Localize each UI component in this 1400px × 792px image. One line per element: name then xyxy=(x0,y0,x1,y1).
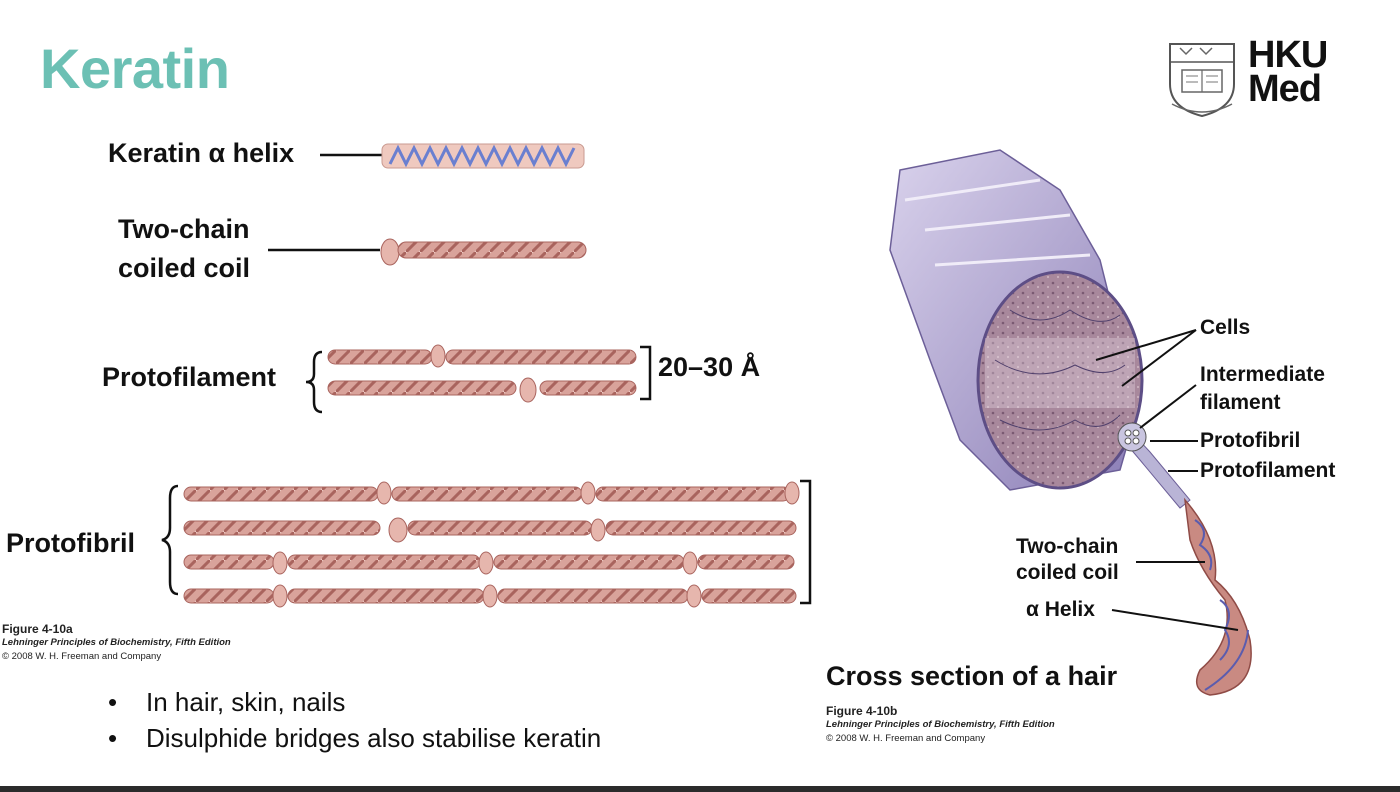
label-two-chain-line1: Two-chain xyxy=(118,214,250,244)
label-protofilament: Protofilament xyxy=(102,362,277,392)
two-chain-coiled-coil xyxy=(268,238,587,266)
bottom-bar xyxy=(0,786,1400,792)
label-two-chain-b-line2: coiled coil xyxy=(1016,561,1119,584)
hku-med-logo: HKU Med xyxy=(1162,36,1342,118)
bullet-item: • Disulphide bridges also stabilise kerat… xyxy=(108,720,601,756)
protofibril-diagram xyxy=(161,479,812,608)
label-protofibril: Protofibril xyxy=(6,528,135,558)
bullet-item: • In hair, skin, nails xyxy=(108,684,601,720)
bullet-list: • In hair, skin, nails • Disulphide bridge… xyxy=(108,684,601,756)
figure-a-caption-number: Figure 4-10a xyxy=(2,622,73,636)
label-intermediate-line2: filament xyxy=(1200,391,1281,414)
bullet-text: Disulphide bridges also stabilise kerati… xyxy=(146,723,602,753)
bullet-dot-icon: • xyxy=(108,723,118,753)
figure-b-title: Cross section of a hair xyxy=(826,661,1118,691)
alpha-helix-cylinder xyxy=(320,143,585,169)
bullet-dot-icon: • xyxy=(108,687,118,717)
label-keratin-alpha-helix: Keratin α helix xyxy=(108,138,295,168)
logo-text-med: Med xyxy=(1248,68,1322,110)
figure-b-caption-number: Figure 4-10b xyxy=(826,704,898,718)
label-cells: Cells xyxy=(1200,316,1251,339)
university-crest-icon xyxy=(1169,43,1235,118)
label-protofibril-b: Protofibril xyxy=(1200,429,1301,452)
label-two-chain-b-line1: Two-chain xyxy=(1016,535,1119,558)
slide-title: Keratin xyxy=(40,37,230,100)
logo-text-hku: HKU xyxy=(1248,34,1328,76)
label-two-chain-line2: coiled coil xyxy=(118,253,251,283)
label-protofilament-b: Protofilament xyxy=(1200,459,1336,482)
figure-b-caption-copyright: © 2008 W. H. Freeman and Company xyxy=(826,733,986,744)
protofilament-diagram xyxy=(305,344,652,414)
figure-b-caption-book: Lehninger Principles of Biochemistry, Fi… xyxy=(826,719,1055,730)
bullet-text: In hair, skin, nails xyxy=(146,687,346,717)
label-alpha-helix-b: α Helix xyxy=(1026,598,1095,621)
figure-a-caption-book: Lehninger Principles of Biochemistry, Fi… xyxy=(2,637,231,648)
label-intermediate-line1: Intermediate xyxy=(1200,363,1325,386)
label-dimension: 20–30 Å xyxy=(658,352,761,382)
figure-a-caption-copyright: © 2008 W. H. Freeman and Company xyxy=(2,651,162,662)
